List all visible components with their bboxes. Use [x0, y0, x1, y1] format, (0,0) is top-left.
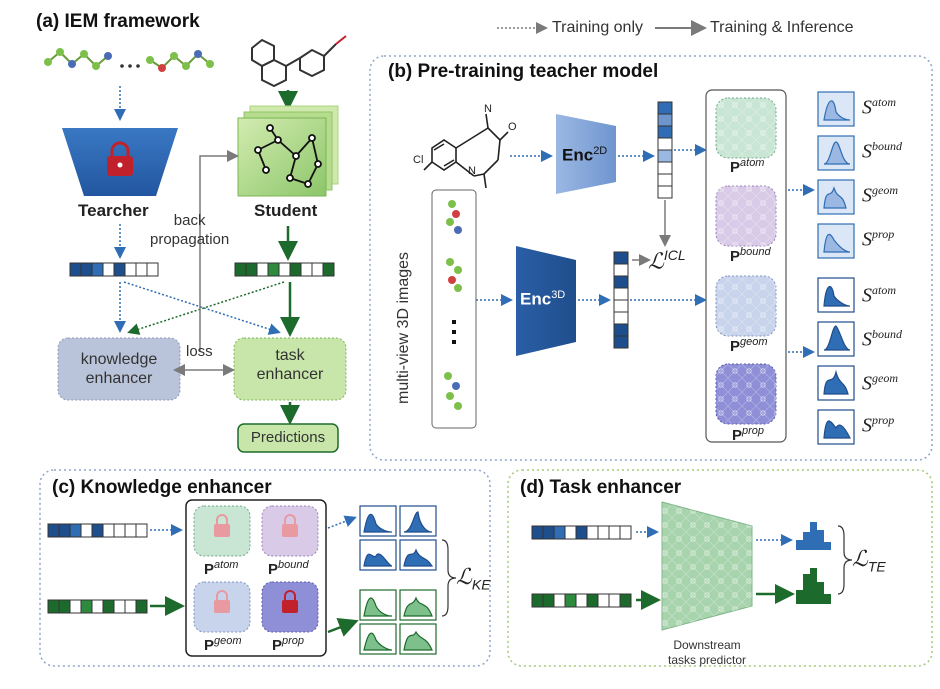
panel-a-title: (a) IEM framework	[36, 11, 200, 32]
enc3d-shape	[516, 246, 576, 356]
teacher-molecule-image	[44, 48, 214, 72]
s-bound-3d-label: Sbound	[862, 327, 902, 351]
vector-3d	[613, 251, 629, 349]
panel-c-title: (c) Knowledge enhancer	[52, 477, 272, 498]
d-student-vector	[531, 593, 632, 608]
s-2d-icons	[817, 91, 855, 259]
panel-b-title: (b) Pre-training teacher model	[388, 61, 659, 82]
multiview-molecule-images	[444, 200, 462, 410]
s-3d-icons	[817, 277, 855, 445]
s-prop-2d-label: Sprop	[862, 227, 895, 251]
molecule-n1-label: N	[484, 103, 492, 115]
panel-d-title: (d) Task enhancer	[520, 477, 682, 498]
legend-training-inference: Training & Inference	[710, 19, 854, 36]
backprop-arrow	[199, 150, 239, 352]
icl-loss-label: ℒICL	[648, 247, 686, 274]
multiview-label: multi-view 3D images	[395, 251, 412, 404]
loss-label: loss	[186, 343, 213, 360]
c-head-prop-label: Pprop	[272, 635, 305, 654]
student-encoder-shape	[237, 105, 339, 197]
head-bound-label: Pbound	[730, 246, 771, 265]
te-loss-label: ℒTE	[852, 546, 886, 575]
backprop-label: back propagation	[150, 212, 230, 248]
head-prop-label: Pprop	[732, 425, 765, 444]
s-geom-2d-label: Sgeom	[862, 183, 898, 207]
teacher-feature-vector	[69, 262, 159, 277]
predictions-box	[237, 423, 339, 453]
s-prop-3d-label: Sprop	[862, 413, 895, 437]
arrow-student-to-knowledge	[127, 281, 285, 335]
c-brace	[441, 539, 457, 617]
c-teacher-distributions	[359, 505, 437, 571]
predictor-label: Downstream tasks predictor	[667, 638, 747, 667]
d-teacher-histogram	[796, 522, 831, 550]
c-arrow-student-out	[327, 618, 359, 637]
c-head-atom-label: Patom	[204, 559, 239, 578]
legend-training-only: Training only	[552, 19, 644, 36]
arrow-teacher-to-task	[123, 281, 281, 335]
panel-b	[423, 89, 855, 445]
d-student-histogram	[796, 568, 831, 604]
s-bound-2d-label: Sbound	[862, 139, 902, 163]
ke-loss-label: ℒKE	[456, 564, 491, 593]
student-feature-vector	[234, 262, 335, 277]
panel-c-border	[39, 469, 491, 667]
panel-c	[47, 499, 457, 657]
c-student-vector	[47, 599, 148, 614]
d-brace	[837, 525, 853, 595]
c-head-bound-label: Pbound	[268, 559, 309, 578]
heads-column	[705, 89, 787, 443]
panel-d-border	[507, 469, 933, 667]
c-student-distributions	[359, 589, 437, 655]
enc3d-label: Enc3D	[520, 289, 566, 309]
c-lock-icons	[214, 514, 298, 613]
panel-a	[44, 35, 347, 453]
teacher-label: Tearcher	[78, 201, 149, 220]
lock-icon	[107, 141, 133, 176]
task-enhancer-label: task enhancer	[256, 347, 324, 384]
enc2d-label: Enc2D	[562, 145, 608, 165]
knowledge-enhancer-label: knowledge enhancer	[80, 351, 158, 388]
molecule-cl-label: Cl	[413, 154, 424, 166]
molecule-n2-label: N	[468, 165, 476, 177]
panel-d	[531, 501, 853, 631]
head-atom-label: Patom	[730, 157, 765, 176]
predictions-label: Predictions	[250, 429, 326, 446]
s-geom-3d-label: Sgeom	[862, 371, 898, 395]
c-teacher-vector	[47, 523, 148, 538]
student-molecule-image	[251, 35, 347, 88]
molecule-o-label: O	[508, 121, 517, 133]
molecule-2d-image	[423, 113, 509, 189]
s-atom-2d-label: Satom	[862, 95, 896, 119]
d-teacher-vector	[531, 525, 632, 540]
enc2d-shape	[556, 114, 616, 194]
multiview-strip	[431, 189, 477, 429]
vector-2d	[657, 101, 673, 199]
knowledge-enhancer-box	[57, 337, 181, 401]
c-arrow-teacher-out	[327, 515, 357, 529]
c-head-geom-label: Pgeom	[204, 635, 242, 654]
panel-b-border	[369, 55, 933, 461]
student-label: Student	[254, 201, 318, 220]
s-atom-3d-label: Satom	[862, 283, 896, 307]
head-geom-label: Pgeom	[730, 336, 768, 355]
